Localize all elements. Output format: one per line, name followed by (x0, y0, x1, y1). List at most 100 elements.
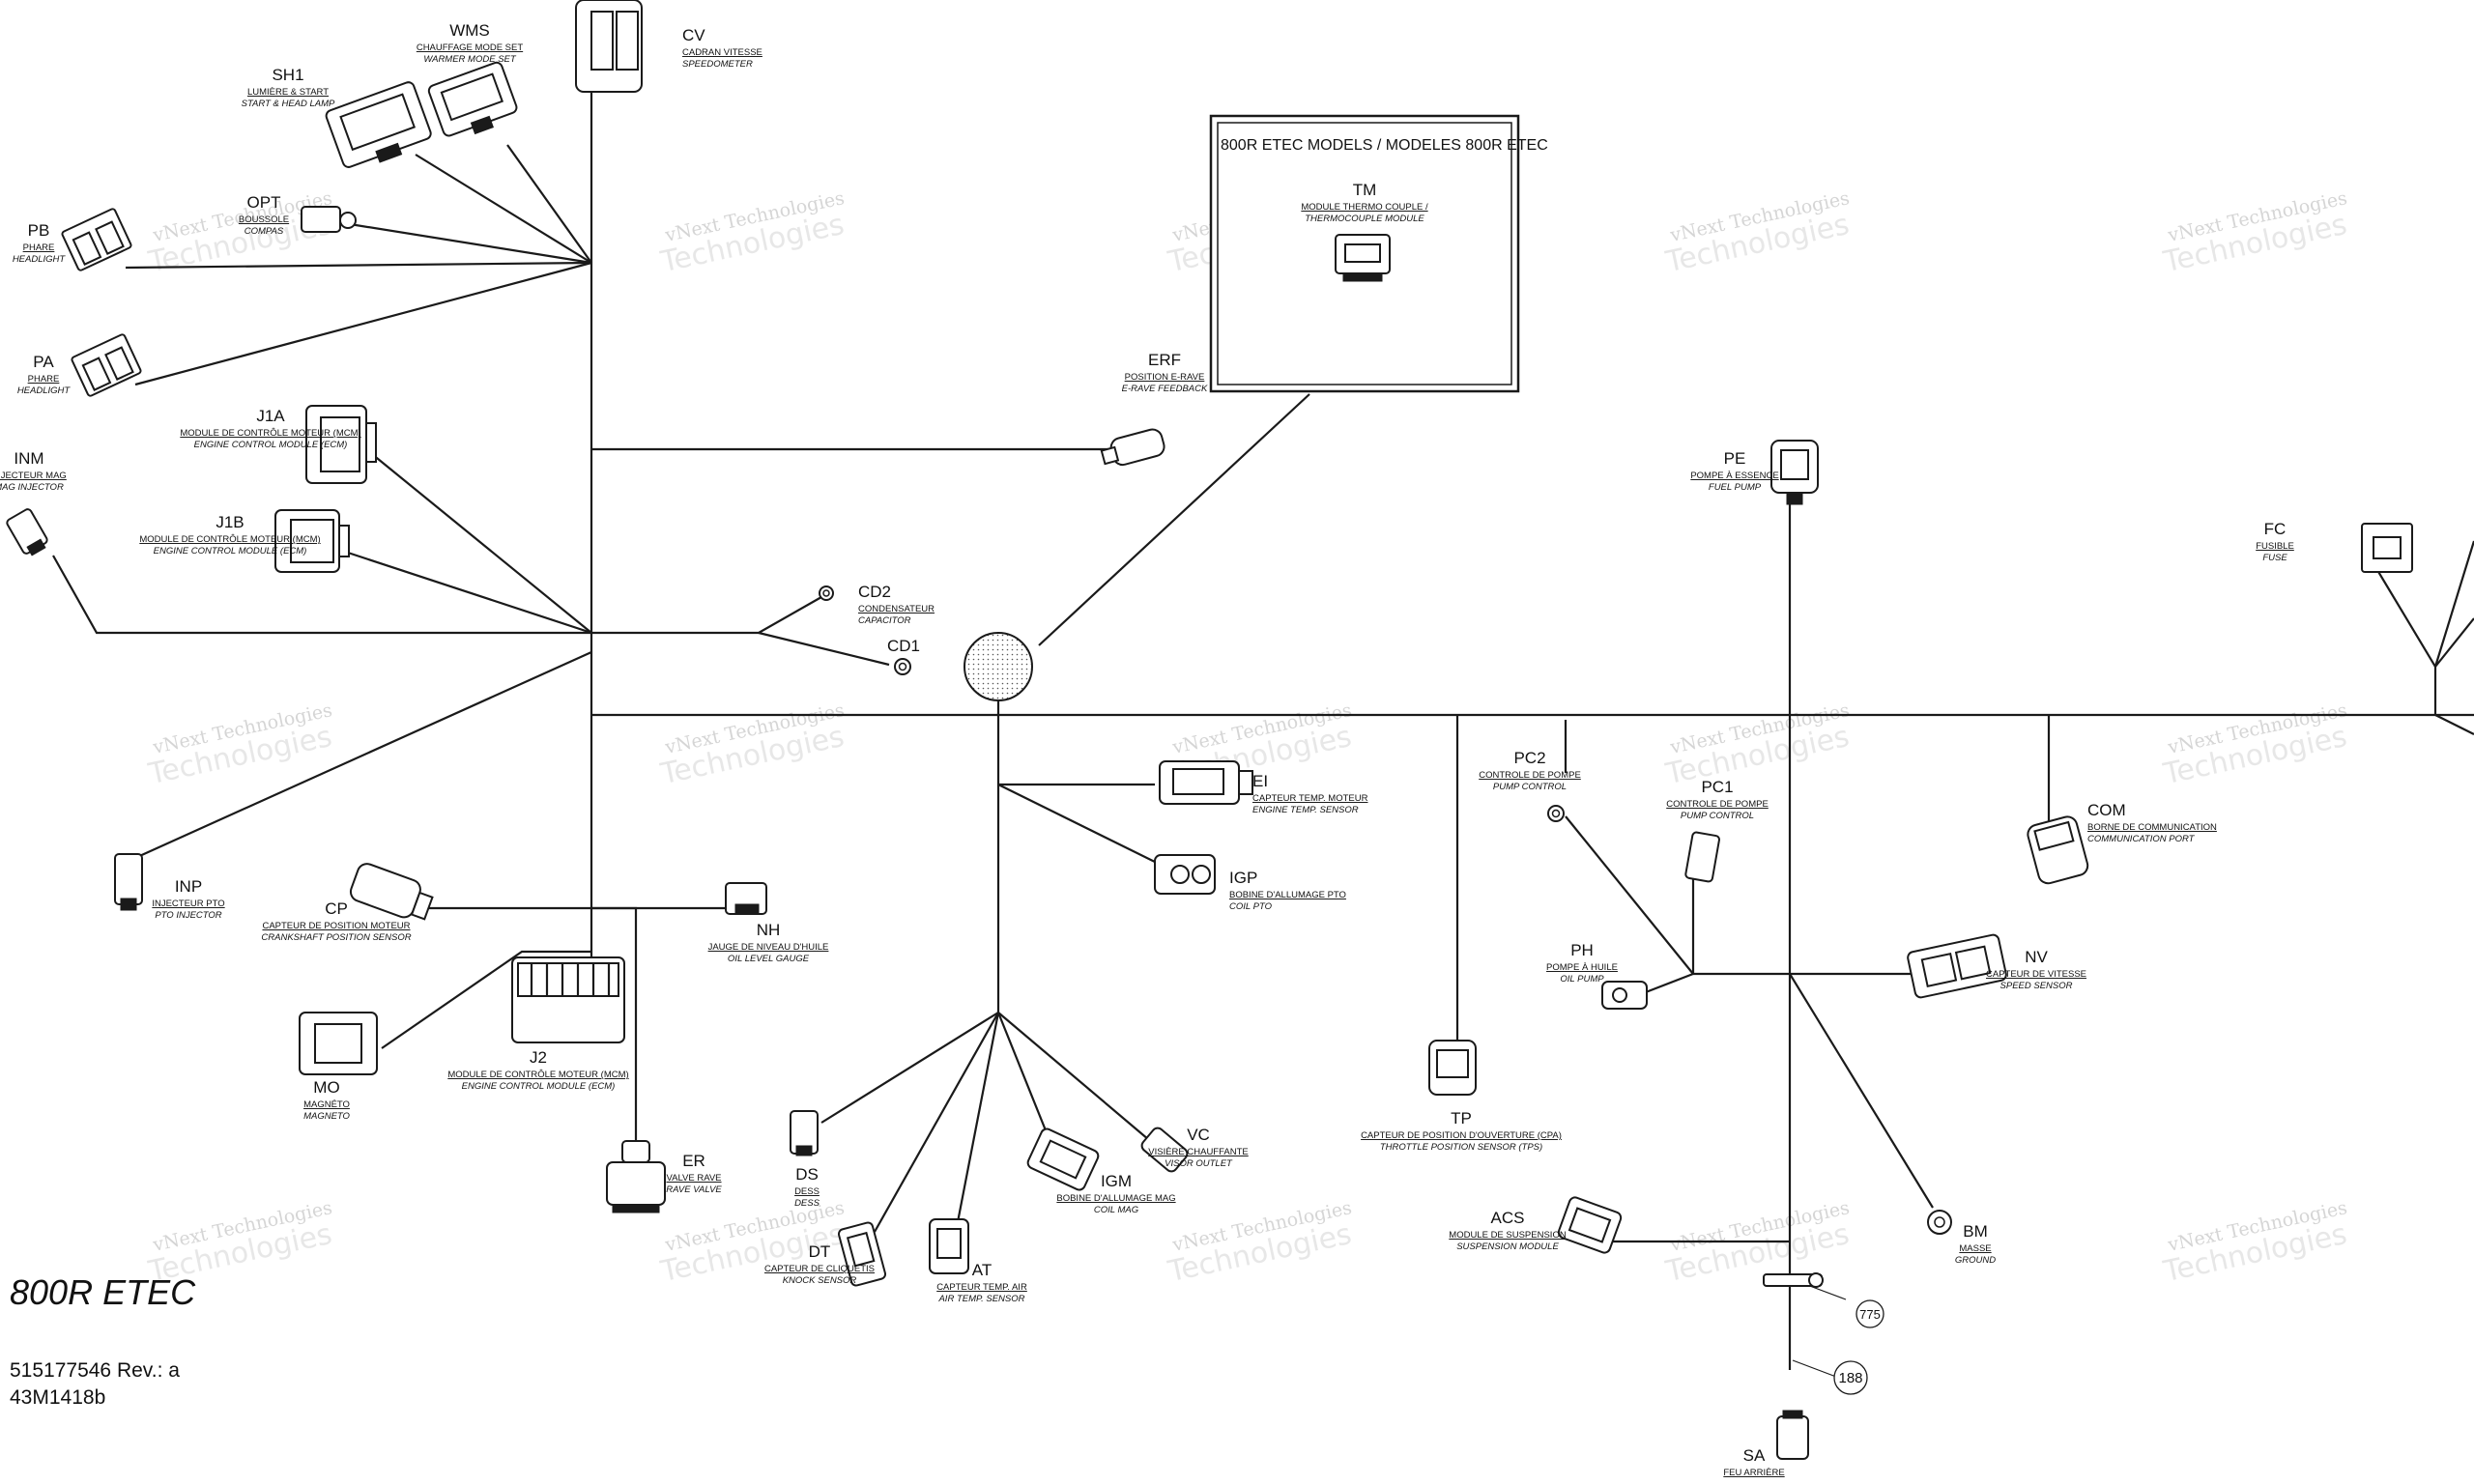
opt-code: OPT (247, 193, 281, 212)
wire-ds (820, 1012, 999, 1124)
vc-connector-icon[interactable] (1139, 1126, 1190, 1174)
j1b-code: J1B (216, 513, 244, 531)
wire-inm (52, 555, 591, 635)
bm-label-en: GROUND (1955, 1255, 1996, 1266)
pc2-label-en: PUMP CONTROL (1493, 782, 1567, 792)
wire-mo (381, 950, 591, 1049)
j1a-connector-icon[interactable] (305, 405, 377, 484)
inp-label-fr: INJECTEUR PTO (152, 899, 224, 909)
nv-connector-icon[interactable] (1907, 933, 2007, 999)
cp-connector-icon[interactable] (348, 861, 436, 925)
pc1-label-en: PUMP CONTROL (1681, 811, 1754, 821)
box-title: 800R ETEC MODELS / MODELES 800R ETEC (1221, 137, 1548, 154)
tp-connector-icon[interactable] (1428, 1040, 1477, 1096)
pe-connector-icon[interactable] (1770, 440, 1819, 505)
wms-code: WMS (449, 21, 490, 40)
pa-label-en: HEADLIGHT (17, 385, 72, 396)
dt-connector-icon[interactable] (837, 1221, 887, 1287)
igp-label-fr: BOBINE D'ALLUMAGE PTO (1229, 890, 1346, 900)
sh1-label-fr: LUMIÈRE & START (247, 87, 329, 98)
ds-connector-icon[interactable] (790, 1110, 819, 1156)
pc2-ring-terminal-icon[interactable] (1547, 805, 1565, 822)
wms-label-en: WARMER MODE SET (423, 54, 517, 65)
pa-connector-icon[interactable] (71, 333, 142, 397)
j1b-label-en: ENGINE CONTROL MODULE (ECM) (154, 546, 307, 556)
wire-pa (134, 261, 592, 386)
wire-wms (506, 144, 592, 264)
j2-connector-icon[interactable] (511, 956, 625, 1043)
sh1-connector-icon[interactable] (325, 81, 434, 175)
wire-opt (349, 222, 592, 265)
cd2-ring-terminal-icon[interactable] (819, 585, 834, 601)
leader-188 (1792, 1359, 1837, 1378)
ei-connector-icon[interactable] (1159, 760, 1253, 805)
nh-label-fr: JAUGE DE NIVEAU D'HUILE (708, 942, 829, 953)
wire-pc1 (1691, 872, 1703, 974)
pe-label-fr: POMPE À ESSENCE (1690, 471, 1778, 481)
wire-vc (997, 1012, 1156, 1146)
j1a-label-en: ENGINE CONTROL MODULE (ECM) (194, 440, 348, 450)
cv-label-en: SPEEDOMETER (682, 59, 753, 70)
inm-connector-icon[interactable] (6, 508, 50, 558)
pc1-connector-icon[interactable] (1684, 831, 1720, 883)
bm-label-fr: MASSE (1959, 1243, 1991, 1254)
tm-connector-icon[interactable] (1335, 234, 1391, 282)
acs-code: ACS (1491, 1209, 1525, 1227)
com-connector-icon[interactable] (2026, 814, 2089, 885)
pb-connector-icon[interactable] (61, 208, 132, 271)
inp-label-en: PTO INJECTOR (155, 910, 221, 921)
opt-connector-icon[interactable] (301, 206, 357, 233)
igm-connector-icon[interactable] (1026, 1127, 1101, 1192)
model-title: 800R ETEC (10, 1272, 196, 1312)
inp-connector-icon[interactable] (114, 853, 143, 911)
j1b-connector-icon[interactable] (274, 509, 350, 573)
sa-connector-icon[interactable] (1776, 1410, 1809, 1460)
nh-connector-icon[interactable] (725, 882, 767, 915)
at-label-en: AIR TEMP. SENSOR (937, 1294, 1024, 1304)
igp-connector-icon[interactable] (1154, 854, 1216, 895)
pe-label-en: FUEL PUMP (1709, 482, 1762, 493)
cd1-ring-terminal-icon[interactable] (894, 658, 911, 675)
er-label-en: RAVE VALVE (666, 1184, 722, 1195)
nh-code: NH (757, 921, 781, 939)
wire-fc (2376, 569, 2437, 715)
erf-connector-icon[interactable] (1100, 427, 1166, 470)
nv-code: NV (2025, 948, 2048, 966)
acs-connector-icon[interactable] (1557, 1196, 1623, 1254)
fc-fuse-holder-icon[interactable] (2361, 523, 2413, 573)
nv-label-en: SPEED SENSOR (2000, 981, 2073, 991)
er-connector-icon[interactable] (606, 1140, 666, 1213)
j2-code: J2 (530, 1048, 547, 1067)
at-connector-icon[interactable] (929, 1218, 969, 1274)
igm-code: IGM (1101, 1172, 1132, 1190)
inline-splice-icon (1763, 1272, 1824, 1288)
ds-code: DS (795, 1165, 819, 1184)
pc2-label-fr: CONTROLE DE POMPE (1479, 770, 1581, 781)
mo-connector-icon[interactable] (299, 1012, 378, 1075)
bm-code: BM (1963, 1222, 1988, 1241)
igm-label-en: COIL MAG (1094, 1205, 1138, 1215)
cv-connector-icon[interactable] (575, 0, 643, 93)
wms-connector-icon[interactable] (427, 61, 520, 144)
bm-ground-terminal-icon[interactable] (1927, 1210, 1952, 1235)
ph-connector-icon[interactable] (1601, 981, 1648, 1010)
